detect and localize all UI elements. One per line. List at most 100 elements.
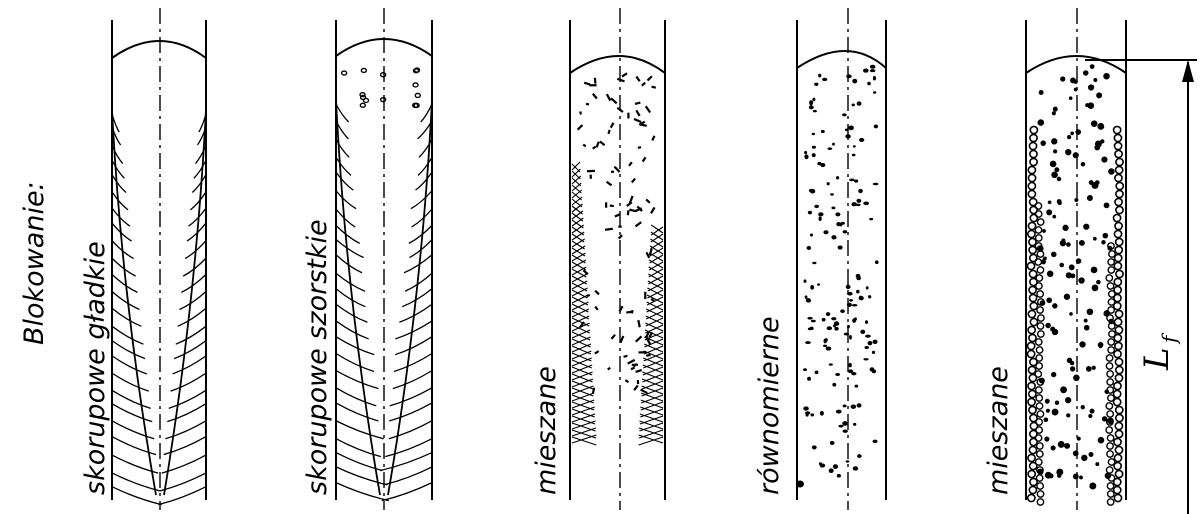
uniform-particle xyxy=(829,468,834,473)
mixed-dot xyxy=(1070,366,1075,371)
wall-circle-left xyxy=(1036,235,1042,241)
mixed-dot xyxy=(1050,161,1057,168)
mixed-particle xyxy=(638,320,639,327)
wall-circle-right xyxy=(1106,467,1112,473)
mixed-dot xyxy=(1050,327,1055,332)
mixed-dot xyxy=(1076,258,1082,264)
mixed-dot xyxy=(1073,80,1077,84)
mixed-dot xyxy=(1044,417,1049,422)
wall-circle-right xyxy=(1116,190,1123,197)
shell-grain-left xyxy=(336,321,369,339)
hatch-left xyxy=(572,183,581,191)
uniform-particle xyxy=(807,377,811,381)
mixed-dot xyxy=(1089,452,1094,457)
wall-circle-right xyxy=(1114,350,1121,357)
uniform-particle xyxy=(814,83,818,86)
hatch-left xyxy=(572,435,596,443)
hatch-left xyxy=(572,358,592,366)
mixed-particle xyxy=(636,370,642,372)
uniform-particle xyxy=(805,341,811,344)
mixed-dot xyxy=(1064,294,1070,300)
hatch-left xyxy=(572,372,593,380)
mixed-dot xyxy=(1077,437,1081,441)
uniform-particle xyxy=(822,318,826,322)
hatch-right xyxy=(646,316,663,324)
mixed-particle xyxy=(625,380,628,382)
shell-grain-right xyxy=(165,421,206,439)
hatch-right xyxy=(649,260,663,268)
uniform-particle xyxy=(819,462,822,465)
wall-circle-left xyxy=(1027,262,1034,269)
wall-circle-left xyxy=(1028,166,1035,173)
uniform-particle xyxy=(863,201,869,205)
wall-circle-left xyxy=(1028,342,1035,349)
uniform-particle xyxy=(811,320,816,323)
mixed-dot xyxy=(1046,409,1050,413)
hatch-left xyxy=(572,288,588,296)
shell-grain-left xyxy=(336,483,389,501)
mixed-dot xyxy=(1093,78,1097,82)
uniform-particle xyxy=(809,189,814,192)
uniform-particle xyxy=(874,124,878,128)
mixed-particle xyxy=(638,147,641,148)
hatch-left xyxy=(572,421,596,429)
wall-circle-left xyxy=(1028,382,1035,389)
mixed-dot xyxy=(1067,358,1072,363)
panel-4-label: równomierne xyxy=(754,316,785,495)
mixed-dot xyxy=(1104,202,1110,208)
mixed-dot xyxy=(1069,264,1075,270)
wall-circle-right xyxy=(1108,259,1114,265)
hatch-right xyxy=(639,421,663,429)
tube-1-meniscus xyxy=(112,41,206,58)
uniform-particle xyxy=(804,154,808,159)
wall-circle-right xyxy=(1107,435,1113,441)
uniform-particle xyxy=(822,78,827,81)
hatch-right xyxy=(648,274,663,282)
mixed-dot xyxy=(1081,162,1085,166)
hatch-left xyxy=(572,407,595,415)
mixed-dot xyxy=(1058,201,1062,205)
uniform-particle xyxy=(833,324,836,327)
uniform-particle xyxy=(870,367,875,371)
wall-circle-right xyxy=(1115,342,1122,349)
uniform-particle xyxy=(853,145,856,147)
shell-grain-left xyxy=(112,308,141,326)
mixed-dot xyxy=(1089,180,1094,185)
mixed-dot xyxy=(1052,215,1056,219)
uniform-particle xyxy=(863,69,869,73)
wall-circle-right xyxy=(1115,254,1122,261)
wall-circle-left xyxy=(1037,491,1043,497)
mixed-dot xyxy=(1046,297,1052,303)
mixed-particle xyxy=(586,104,589,105)
uniform-particle xyxy=(868,295,871,298)
mixed-particle xyxy=(607,182,612,186)
wall-circle-left xyxy=(1037,323,1043,329)
wall-circle-left xyxy=(1028,174,1035,181)
mixed-dot xyxy=(1101,157,1107,163)
mixed-dot xyxy=(1101,240,1105,244)
uniform-particle xyxy=(817,283,820,285)
wall-circle-right xyxy=(1115,326,1122,333)
uniform-particle xyxy=(830,441,835,445)
uniform-particle xyxy=(839,425,844,428)
uniform-particle xyxy=(867,82,871,86)
mixed-dot xyxy=(1060,76,1065,81)
wall-circle-right xyxy=(1115,198,1122,205)
hatch-left xyxy=(572,330,590,338)
mixed-dot xyxy=(1074,88,1078,92)
uniform-particle xyxy=(835,373,840,376)
wall-circle-right xyxy=(1114,398,1121,405)
shell-grain-right xyxy=(169,390,206,408)
mixed-particle xyxy=(634,119,641,122)
uniform-particle xyxy=(865,320,868,324)
mixed-particle xyxy=(643,157,646,161)
uniform-particle xyxy=(830,193,834,195)
mixed-dot xyxy=(1053,149,1057,153)
wall-circle-left xyxy=(1037,267,1043,273)
uniform-particle xyxy=(829,363,833,365)
wall-circle-left xyxy=(1029,270,1036,277)
hatch-right xyxy=(639,435,663,443)
mixed-dot xyxy=(1095,141,1102,148)
mixed-dot xyxy=(1073,474,1079,480)
rough-pore xyxy=(381,73,386,77)
